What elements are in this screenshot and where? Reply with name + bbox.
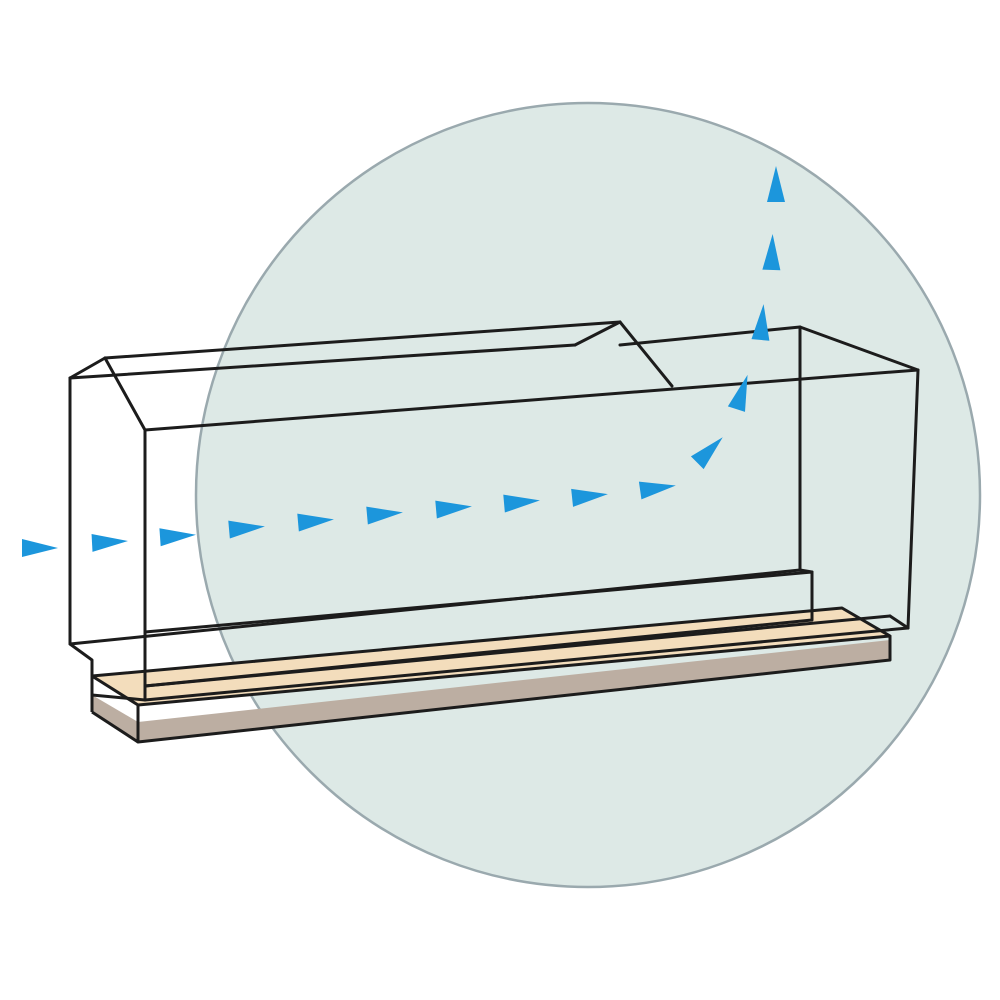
base-board-front-edge	[138, 640, 890, 742]
enclosure-roof-step-back	[573, 320, 622, 347]
enclosure-front-rail	[143, 614, 892, 688]
base-board-left-side	[92, 695, 138, 742]
airflow-arrow-icon	[366, 506, 403, 525]
enclosure-front-bottom-edge	[143, 626, 910, 702]
airflow-arrow-icon	[727, 374, 748, 412]
enclosure-left-roof-back	[68, 356, 107, 380]
airflow-arrow-icon	[751, 304, 770, 341]
airflow-arrows	[22, 166, 785, 557]
airflow-arrow-icon	[297, 513, 334, 532]
base-board-front-outline	[136, 636, 892, 744]
base-board-bottom-outline	[91, 710, 139, 744]
airflow-arrow-icon	[762, 234, 781, 271]
enclosure-left-roof-slope	[103, 356, 147, 432]
airflow-arrow-icon	[690, 437, 723, 470]
enclosure-left-back-edge	[68, 376, 94, 697]
airflow-arrow-icon	[571, 488, 608, 507]
enclosure-right-foot	[888, 614, 910, 630]
enclosure-right-roof	[798, 325, 920, 372]
enclosure-back-bottom-edge	[68, 568, 802, 646]
enclosure-roof-step-slope	[618, 320, 674, 388]
enclosure-front-top-edge	[143, 368, 920, 432]
airflow-arrow-icon	[638, 481, 676, 500]
airflow-arrow-icon	[22, 539, 58, 557]
airflow-arrow-icon	[435, 500, 472, 519]
enclosure-inner-rail-corner	[798, 568, 814, 574]
enclosure-right-front-edge	[906, 368, 920, 630]
airflow-arrow-icon	[228, 520, 265, 539]
airflow-arrow-icon	[159, 528, 196, 547]
airflow-arrow-icon	[503, 494, 540, 513]
enclosure-back-top-edge	[68, 343, 577, 380]
enclosure-wireframe	[68, 320, 920, 702]
enclosure-left-foot	[90, 693, 147, 702]
enclosure-roof-ridge	[103, 320, 622, 360]
airflow-arrow-icon	[767, 166, 785, 202]
airflow-arrow-icon	[91, 533, 128, 552]
enclosure-rear-top-edge	[618, 325, 802, 347]
